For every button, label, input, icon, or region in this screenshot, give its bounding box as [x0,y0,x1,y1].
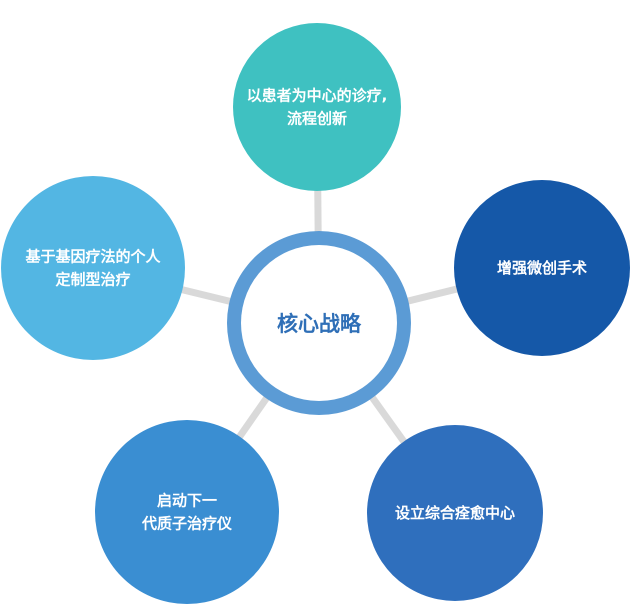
node-label-next-gen-device-line-1: 启动下一 [157,492,217,510]
node-label-minimally-invasive-line-1: 增强微创手术 [497,259,587,277]
center-inner-circle [241,245,397,401]
node-circle-gene-therapy [1,176,185,360]
node-circle-patient-centered [233,23,401,191]
node-label-patient-centered-line-1: 以患者为中心的诊疗, [247,87,388,105]
node-label-patient-centered-line-2: 流程创新 [287,110,347,128]
node-circle-cure-center [367,425,543,601]
node-circle-minimally-invasive [454,180,630,356]
node-circle-next-gen-device [95,420,279,604]
node-label-cure-center-line-1: 设立综合痊愈中心 [395,504,515,522]
node-patient-centered: 以患者为中心的诊疗, 流程创新 [233,23,401,191]
center-node: 核心战略 [227,231,411,415]
node-label-gene-therapy-line-2: 定制型治疗 [55,271,130,289]
center-label: 核心战略 [277,312,362,336]
node-label-gene-therapy-line-1: 基于基因疗法的个人 [24,248,161,266]
node-label-next-gen-device-line-2: 代质子治疗仪 [141,515,233,533]
node-cure-center: 设立综合痊愈中心 [367,425,543,601]
node-minimally-invasive: 增强微创手术 [454,180,630,356]
